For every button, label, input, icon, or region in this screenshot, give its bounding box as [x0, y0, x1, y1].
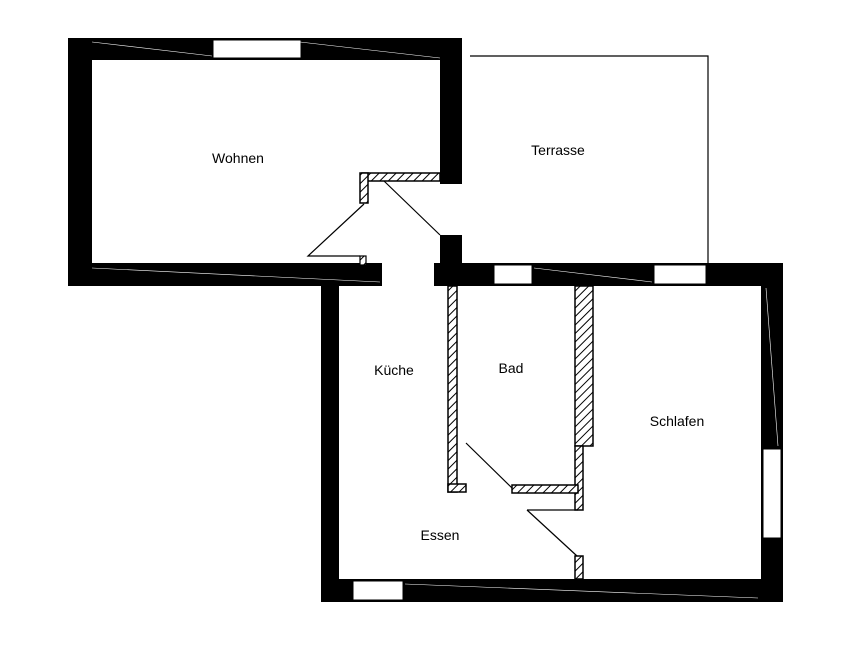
bad-left-partition-foot [447, 483, 467, 493]
terrace-door-jamb [440, 235, 462, 265]
wohnen-partition-stub [359, 255, 367, 266]
lower-top-wall [434, 263, 783, 286]
wohnen-left-wall [68, 38, 92, 286]
wohnen-door-swing [306, 203, 365, 257]
room-label-bad: Bad [499, 360, 524, 376]
bad-right-partition-lower [574, 445, 584, 511]
bad-left-partition [447, 285, 458, 493]
bad-door-swing [465, 442, 513, 489]
terrace-door-swing [383, 180, 441, 236]
room-label-kueche: Küche [374, 362, 414, 378]
lower-left-wall [321, 286, 339, 602]
room-label-terrasse: Terrasse [531, 142, 585, 158]
wohnen-window [212, 39, 302, 59]
room-label-schlafen: Schlafen [650, 413, 704, 429]
schlafen-door-swing [526, 509, 578, 557]
terrasse-outline [470, 55, 709, 263]
lower-bottom-wall [321, 579, 783, 602]
room-label-wohnen: Wohnen [212, 150, 264, 166]
schlafen-partition-stub [574, 555, 584, 580]
lower-walls [321, 263, 783, 602]
lower-right-wall [761, 263, 783, 602]
lower-wall-details [404, 267, 779, 599]
wohnen-walls [68, 38, 462, 286]
wohnen-wall-details [91, 41, 441, 283]
essen-window [352, 580, 404, 601]
room-label-essen: Essen [421, 527, 460, 543]
bad-right-partition [574, 285, 594, 447]
bad-window [493, 264, 533, 285]
schlafen-top-window [653, 264, 707, 285]
schlafen-right-window [762, 448, 782, 539]
bad-bottom-partition [511, 484, 579, 494]
wohnen-partition-horizontal [361, 172, 441, 182]
wohnen-right-wall [440, 38, 462, 184]
wohnen-partition-vertical [359, 172, 369, 204]
